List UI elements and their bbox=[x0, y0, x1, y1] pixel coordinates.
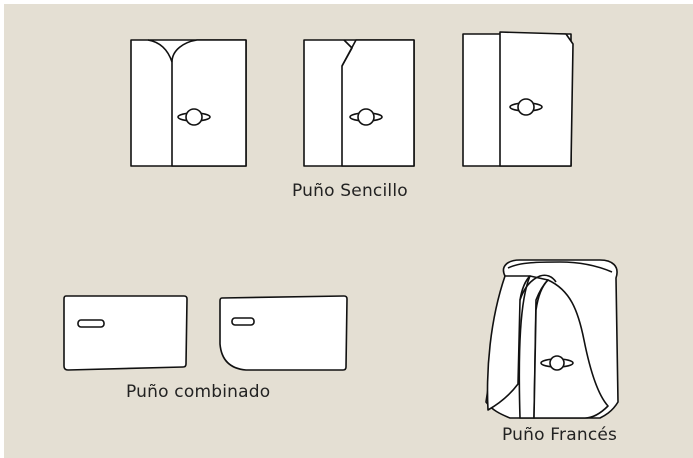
cufflink-button-icon bbox=[540, 355, 574, 371]
cufflink-button-icon bbox=[177, 108, 211, 126]
single-cuff-rounded bbox=[130, 39, 247, 167]
label-french-cuff: Puño Francés bbox=[502, 425, 618, 445]
buttonhole-icon bbox=[77, 319, 105, 328]
single-cuff-mitered bbox=[303, 39, 415, 167]
french-cuff bbox=[485, 259, 619, 419]
buttonhole-icon bbox=[231, 317, 255, 326]
single-cuff-square bbox=[462, 31, 574, 167]
label-single-cuff: Puño Sencillo bbox=[292, 181, 408, 201]
label-combination-cuff: Puño combinado bbox=[126, 382, 271, 402]
combination-cuff-square bbox=[63, 295, 188, 371]
combination-cuff-rounded bbox=[219, 295, 348, 371]
cufflink-button-icon bbox=[509, 98, 543, 116]
cufflink-button-icon bbox=[349, 108, 383, 126]
